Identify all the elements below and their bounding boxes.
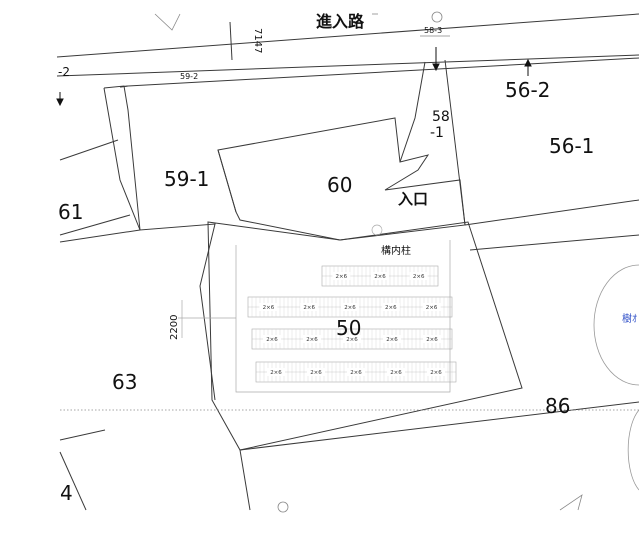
parcel-56-1-label: 56-1: [549, 134, 595, 158]
parking-stall-label-bg: [343, 335, 361, 343]
road-label: 進入路: [316, 12, 365, 31]
parking-stall-label-bg: [341, 303, 359, 311]
entrance-label: 入口: [398, 190, 429, 208]
cut-label-left-mid: 61: [58, 200, 84, 224]
parking-stall-label-bg: [422, 303, 441, 311]
parking-grid: 2×6 2×6 2×6 2×6 2×6 2×6 2×6 2×6 2×6 2×6 2×6 2×6 2×6 2…: [247, 265, 457, 383]
parking-stall-label: 2×6: [374, 274, 386, 280]
parking-stall-label: 2×6: [386, 337, 398, 343]
parking-stall-label: 2×6: [390, 370, 402, 376]
column-label: 構内柱: [381, 246, 411, 257]
parking-stall-label-bg: [303, 335, 321, 343]
parking-stall-label-bg: [307, 368, 325, 376]
parking-stall-label: 2×6: [426, 337, 438, 343]
parking-stall-label-bg: [381, 303, 400, 311]
parcel-50-label: 50: [336, 316, 362, 340]
top-decor-lines: [154, 11, 450, 37]
parcel-56-2-label: 56-2: [505, 78, 551, 102]
parking-stall-label: 2×6: [350, 370, 362, 376]
parcel-60-label: 60: [327, 173, 353, 197]
parcel-58-1-label-top: 58: [432, 109, 450, 125]
parking-stall-label: 2×6: [344, 305, 356, 311]
parking-stall-label-bg: [347, 368, 365, 376]
parking-stall-label: 2×6: [426, 305, 438, 311]
parking-stall-label-bg: [387, 368, 405, 376]
cut-label-left-bottom: 4: [60, 481, 73, 505]
parking-stall-label-bg: [383, 335, 401, 343]
parking-stall-label-bg: [409, 272, 428, 280]
parcel-86-label: 86: [545, 394, 571, 418]
parking-stall-label: 2×6: [303, 305, 315, 311]
parking-stall-label: 2×6: [263, 305, 275, 311]
parking-stall-label-bg: [427, 368, 445, 376]
parking-stall-label: 2×6: [310, 370, 322, 376]
parking-stall-label: 2×6: [430, 370, 442, 376]
parking-stall-label-bg: [263, 335, 281, 343]
parking-stall-label-bg: [267, 368, 285, 376]
parcel-59-1-label: 59-1: [164, 167, 210, 191]
parking-stall-label: 2×6: [306, 337, 318, 343]
parcel-63-label: 63: [112, 370, 138, 394]
cut-label-right-blue: 樹ｵ: [622, 314, 637, 325]
parking-stall-label: 2×6: [385, 305, 397, 311]
cut-label-left-top: -2: [58, 65, 70, 79]
lot-58-3-label: 58-3: [424, 26, 443, 35]
parking-stall-label-bg: [300, 303, 319, 311]
parcel-boundaries: [59, 59, 639, 511]
parking-stall-label-bg: [423, 335, 441, 343]
road-boundary: [56, 13, 639, 88]
parking-stall-label: 2×6: [270, 370, 282, 376]
right-edge-curves: [593, 264, 639, 491]
parking-stall-label: 2×6: [346, 337, 358, 343]
parking-stall-label: 2×6: [336, 274, 348, 280]
dimension-label: 2200: [169, 314, 180, 340]
parking-stall-label-bg: [371, 272, 389, 280]
parking-stall-label-bg: [332, 272, 351, 280]
inner-guides: [178, 224, 451, 393]
parking-stall-label: 2×6: [413, 274, 425, 280]
parcel-59-2-label: 59-2: [180, 72, 199, 81]
arrows: [56, 47, 532, 107]
parking-stall-label-bg: [259, 303, 278, 311]
parking-stall-label: 2×6: [266, 337, 278, 343]
bottom-markers: [277, 494, 583, 513]
road-width-label: 7147: [252, 28, 263, 54]
parcel-58-1-label-bottom: -1: [430, 125, 444, 141]
